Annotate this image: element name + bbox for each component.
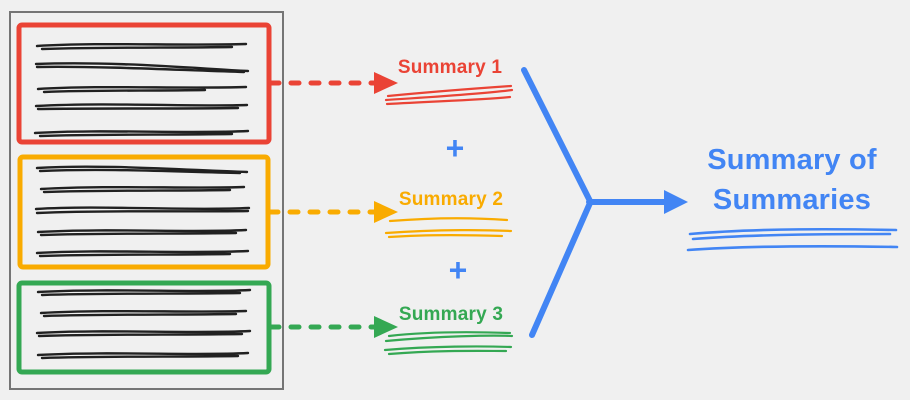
blue-arrowhead-icon [664, 190, 688, 214]
merge-line-bottom [529, 200, 593, 338]
section-1-highlight-box [16, 22, 272, 145]
summary-1-underline-scribble [384, 84, 514, 106]
document-page-border [9, 11, 284, 390]
plus-sign-1: + [445, 130, 465, 166]
green-arrowhead-icon [374, 316, 398, 338]
green-elements [16, 280, 514, 375]
section-3-text-lines [35, 288, 252, 360]
summary-2-label: Summary 2 [398, 189, 504, 210]
orange-elements [17, 154, 513, 270]
orange-arrowhead-icon [374, 201, 398, 223]
document-text-scribbles [33, 42, 252, 360]
summary-of-summaries-label: Summary of Summaries [707, 144, 877, 216]
red-elements [16, 22, 514, 145]
plus-sign-2: + [448, 252, 468, 288]
merge-line-top [521, 67, 593, 204]
summary-2-underline-scribble [384, 217, 513, 239]
blue-elements [521, 67, 899, 338]
summary-3-label: Summary 3 [398, 304, 504, 325]
document-outline [9, 11, 284, 390]
summary-1-label: Summary 1 [397, 57, 503, 78]
summary-of-summaries-underline-scribble [686, 227, 899, 252]
section-1-text-lines [33, 42, 250, 138]
red-arrowhead-icon [374, 72, 398, 94]
section-2-text-lines [34, 165, 251, 258]
summary-3-underline-scribble [383, 331, 514, 356]
